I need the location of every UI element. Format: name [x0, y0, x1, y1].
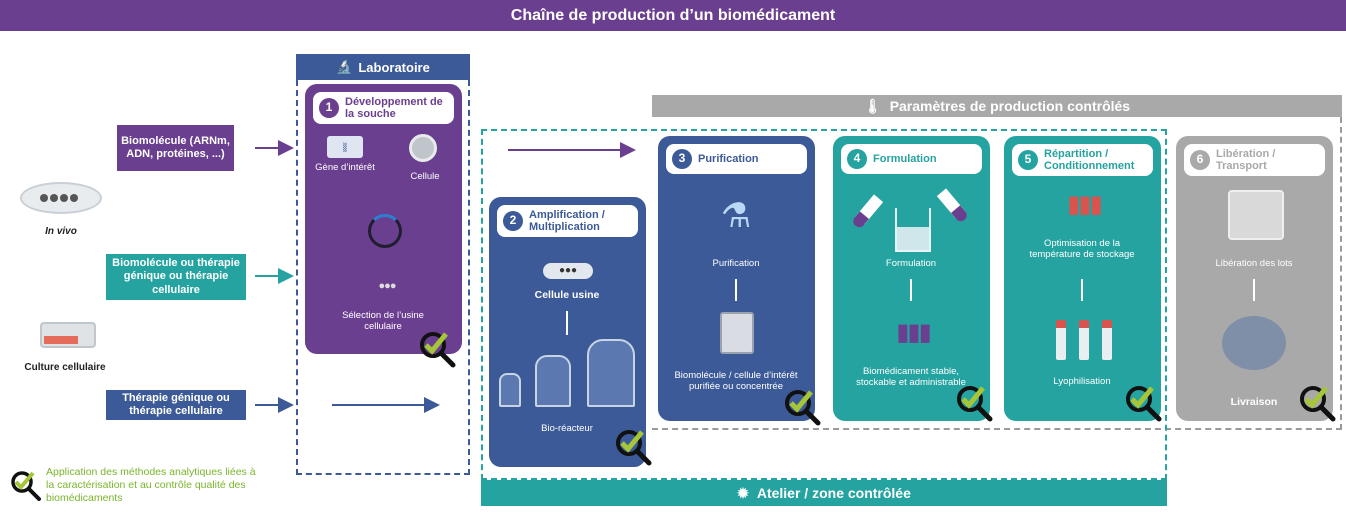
lyophilisation-label: Lyophilisation	[1053, 376, 1111, 387]
vials-icon: ▮▮▮	[896, 319, 932, 346]
gene-label: Gène d’intérêt	[315, 162, 375, 173]
arrow-down-5	[1081, 279, 1083, 301]
cellule-label: Cellule	[410, 171, 440, 182]
step6-title: Libération / Transport	[1216, 147, 1276, 172]
step6-header: 6 Libération / Transport	[1184, 144, 1325, 176]
parametres-zone	[652, 117, 1342, 430]
tubes-red-icon: ▮▮▮	[1067, 191, 1103, 218]
step1-header: 1 Développement de la souche	[313, 92, 454, 124]
dna-icon: ⧚	[327, 136, 363, 158]
labo-title: Laboratoire	[358, 59, 430, 75]
bioreactor-medium-icon	[535, 355, 571, 407]
biomolecule-therapie-tag: Biomolécule ou thérapie génique ou théra…	[106, 254, 246, 300]
purification-label: Purification	[712, 258, 760, 269]
check-magnifier-icon	[1298, 384, 1336, 422]
parametres-banner: 🌡 Paramètres de production contrôlés	[652, 95, 1342, 117]
merge-ring-icon	[368, 214, 402, 248]
test-tube-left-icon	[850, 194, 884, 230]
step2-title: Amplification / Multiplication	[529, 208, 605, 233]
atelier-zone	[481, 129, 1167, 480]
step2-header: 2 Amplification / Multiplication	[497, 205, 638, 237]
step4-title: Formulation	[873, 152, 937, 165]
step4-panel: 4 Formulation Formulation ▮▮▮ Biomédicam…	[833, 136, 990, 421]
arrow-down-2	[566, 311, 568, 335]
parametres-title: Paramètres de production contrôlés	[889, 98, 1131, 114]
bioreacteur-label: Bio-réacteur	[541, 423, 593, 434]
arrow-down-4	[910, 279, 912, 301]
bioreactor-large-icon	[587, 339, 635, 407]
flask-icon: ⚗	[720, 197, 752, 235]
culture-flask-icon	[40, 322, 96, 348]
step6-number: 6	[1190, 150, 1210, 170]
check-magnifier-icon	[614, 428, 652, 466]
culture-label: Culture cellulaire	[24, 362, 106, 373]
in-vivo-label: In vivo	[45, 226, 77, 237]
step3-header: 3 Purification	[666, 144, 807, 174]
formulation-label: Formulation	[885, 258, 937, 269]
machine-icon	[720, 312, 754, 354]
step3-number: 3	[672, 149, 692, 169]
selection-cells-icon: ●●●	[378, 280, 397, 292]
step1-panel: 1 Développement de la souche ⧚ Gène d’in…	[305, 84, 462, 354]
check-magnifier-icon	[418, 330, 456, 368]
page-title: Chaîne de production d’un biomédicament	[0, 0, 1346, 31]
purif-result-label: Biomolécule / cellule d’intérêt purifiée…	[674, 370, 798, 393]
legend-icon	[10, 470, 42, 502]
legend-text: Application des méthodes analytiques lié…	[46, 466, 256, 505]
therapie-tag: Thérapie génique ou thérapie cellulaire	[106, 390, 246, 420]
form-result-label: Biomédicament stable, stockable et admin…	[856, 366, 966, 389]
step3-title: Purification	[698, 152, 759, 165]
step3-panel: 3 Purification ⚗ Purification Biomolécul…	[658, 136, 815, 421]
check-magnifier-icon	[955, 384, 993, 422]
step4-number: 4	[847, 149, 867, 169]
step5-number: 5	[1018, 150, 1038, 170]
liberation-label: Libération des lots	[1215, 258, 1293, 269]
test-tube-right-icon	[936, 188, 970, 224]
step5-title: Répartition / Conditionnement	[1044, 147, 1135, 172]
biomolecule-tag: Biomolécule (ARNm, ADN, protéines, ...)	[117, 125, 234, 171]
cellule-usine-label: Cellule usine	[534, 289, 600, 301]
step2-panel: 2 Amplification / Multiplication ●●● Cel…	[489, 197, 646, 467]
globe-delivery-icon	[1222, 316, 1286, 370]
petri-dish-icon	[20, 182, 102, 214]
arrow-down-3	[735, 279, 737, 301]
livraison-label: Livraison	[1230, 396, 1278, 408]
step5-header: 5 Répartition / Conditionnement	[1012, 144, 1153, 176]
cell-icon	[409, 134, 437, 162]
step1-number: 1	[319, 98, 339, 118]
clipboard-icon	[1228, 190, 1284, 240]
labo-zone	[296, 80, 470, 475]
gear-icon: ✹	[737, 484, 749, 501]
check-magnifier-icon	[783, 388, 821, 426]
step6-panel: 6 Libération / Transport Libération des …	[1176, 136, 1333, 421]
microscope-icon: 🔬	[336, 59, 353, 74]
step1-title: Développement de la souche	[345, 95, 443, 120]
step5-panel: 5 Répartition / Conditionnement ▮▮▮ Opti…	[1004, 136, 1161, 421]
step4-header: 4 Formulation	[841, 144, 982, 174]
beaker-icon	[895, 208, 931, 252]
atelier-title: Atelier / zone contrôlée	[756, 485, 911, 501]
selection-label: Sélection de l’usine cellulaire	[342, 310, 424, 333]
cells-icon: ●●●	[543, 263, 593, 279]
step2-number: 2	[503, 211, 523, 231]
thermometer-icon: 🌡	[863, 97, 882, 114]
bioreactor-small-icon	[499, 373, 521, 407]
optimisation-label: Optimisation de la température de stocka…	[1029, 238, 1135, 261]
lyo-tubes-icon	[1056, 320, 1112, 360]
arrow-down-6	[1253, 279, 1255, 301]
check-magnifier-icon	[1124, 384, 1162, 422]
atelier-banner: ✹ Atelier / zone contrôlée	[481, 480, 1167, 506]
labo-banner: 🔬 Laboratoire	[296, 54, 470, 80]
